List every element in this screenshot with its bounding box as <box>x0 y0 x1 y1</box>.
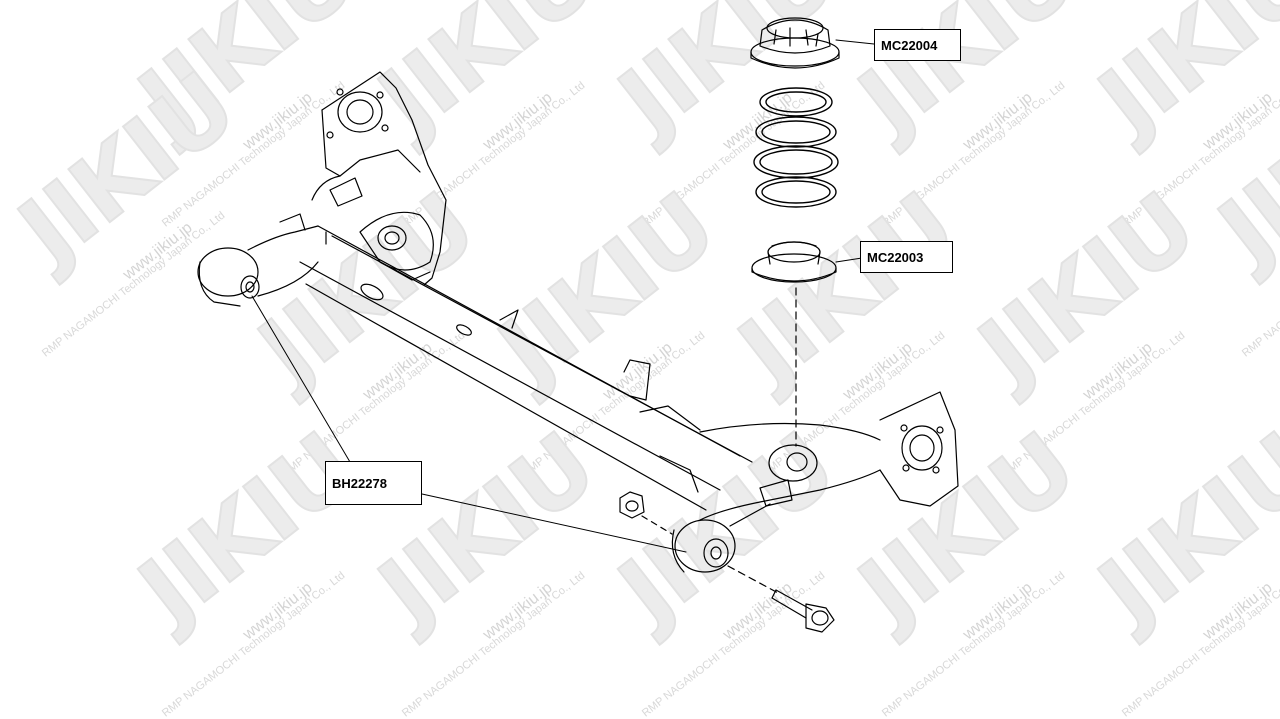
leader-bh22278-upper <box>251 295 351 463</box>
callout-mc22004: MC22004 <box>874 29 961 61</box>
callout-mc22003-label: MC22003 <box>867 249 924 265</box>
nut-dash-line <box>641 515 673 535</box>
upper-spring-seat <box>750 17 840 69</box>
bolt <box>771 589 835 633</box>
callout-mc22004-label: MC22004 <box>881 37 938 53</box>
left-trailing-arm <box>197 71 447 307</box>
leader-mc22004 <box>835 39 875 45</box>
callout-mc22003: MC22003 <box>860 241 953 273</box>
coil-spring <box>753 87 839 208</box>
leader-mc22003 <box>835 257 863 263</box>
leader-bh22278-lower <box>421 493 687 553</box>
cross-beam <box>299 225 753 511</box>
bolt-dash-line <box>727 565 781 595</box>
nut <box>619 491 645 519</box>
rear-axle-diagram <box>197 17 959 633</box>
lower-spring-seat <box>751 241 837 283</box>
callout-bh22278: BH22278 <box>325 461 422 505</box>
callout-bh22278-label: BH22278 <box>332 475 387 491</box>
right-trailing-arm <box>671 391 959 573</box>
